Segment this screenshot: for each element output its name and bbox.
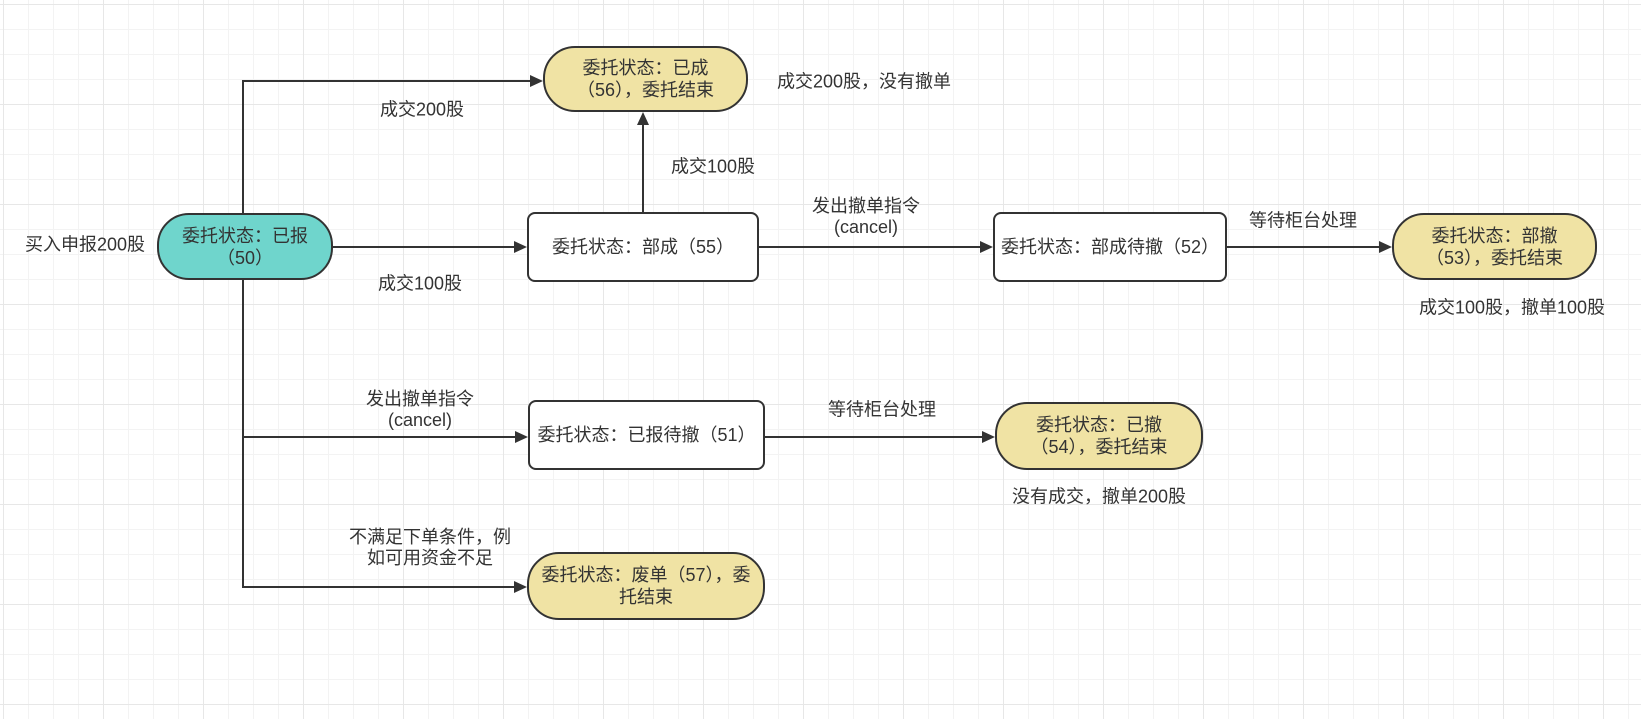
edge-label-wait-counter-2: 等待柜台处理 — [828, 399, 936, 420]
node-order-filled-56[interactable]: 委托状态：已成 （56），委托结束 — [543, 46, 748, 112]
caption-cancelled-note: 没有成交，撤单200股 — [1011, 486, 1187, 507]
edge-label-wait-counter-1: 等待柜台处理 — [1249, 210, 1357, 231]
edge-reported-to-partial-arrowhead-icon — [514, 241, 527, 253]
edge-reported-bottom-trunk-line — [242, 280, 244, 588]
node-reported-pending-cancel-51[interactable]: 委托状态：已报待撤（51） — [528, 400, 765, 470]
node-partial-cancelled-53[interactable]: 委托状态：部撤 （53），委托结束 — [1392, 213, 1597, 280]
edge-pendingcancel51-to-cancelled-arrowhead-icon — [982, 431, 995, 443]
node-invalid-order-57[interactable]: 委托状态：废单（57），委托结束 — [527, 552, 765, 620]
edge-partial-to-pendingcancel-arrowhead-icon — [980, 241, 993, 253]
edge-reported-to-partial-line — [333, 246, 514, 248]
edge-reported-to-filled-vline — [242, 80, 244, 213]
edge-label-cancel-cmd-1: 发出撤单指令 (cancel) — [812, 196, 920, 237]
edge-label-deal-200: 成交200股 — [379, 99, 465, 120]
edge-partial-to-filled-arrowhead-icon — [637, 112, 649, 125]
caption-partial-cancel-note: 成交100股，撤单100股 — [1418, 297, 1606, 318]
edge-pendingcancel-to-partialcancelled-arrowhead-icon — [1379, 241, 1392, 253]
edge-pendingcancel51-to-cancelled-line — [765, 436, 982, 438]
edge-reported-to-invalid-arrowhead-icon — [514, 581, 527, 593]
node-partial-pending-cancel-52[interactable]: 委托状态：部成待撤（52） — [993, 212, 1227, 282]
edge-pendingcancel-to-partialcancelled-line — [1227, 246, 1379, 248]
node-order-reported-50[interactable]: 委托状态：已报 （50） — [157, 213, 333, 280]
node-partial-fill-55[interactable]: 委托状态：部成（55） — [527, 212, 759, 282]
edge-reported-to-pendingcancel51-arrowhead-icon — [515, 431, 528, 443]
edge-reported-to-filled-hline — [242, 80, 531, 82]
edge-label-deal-100-up: 成交100股 — [670, 156, 756, 177]
edge-reported-to-pendingcancel51-line — [242, 436, 515, 438]
caption-filled-note: 成交200股，没有撤单 — [776, 71, 952, 92]
edge-reported-to-invalid-line — [242, 586, 514, 588]
edge-reported-to-filled-arrowhead-icon — [530, 75, 543, 87]
edge-partial-to-filled-line — [642, 123, 644, 212]
edge-label-buy-declare: 买入申报200股 — [24, 234, 146, 255]
edge-label-reject-reason: 不满足下单条件，例 如可用资金不足 — [349, 527, 511, 568]
edge-partial-to-pendingcancel-line — [759, 246, 980, 248]
node-cancelled-54[interactable]: 委托状态：已撤 （54），委托结束 — [995, 402, 1203, 470]
edge-label-cancel-cmd-2: 发出撤单指令 (cancel) — [366, 389, 474, 430]
edge-label-deal-100-right: 成交100股 — [377, 273, 463, 294]
